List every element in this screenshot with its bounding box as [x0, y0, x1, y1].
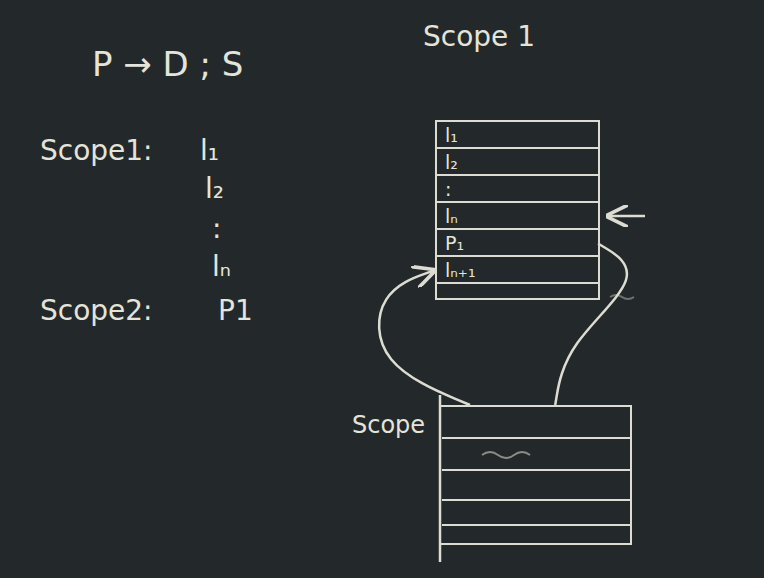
scope-table: Scope	[440, 405, 632, 545]
table-row: l₁	[437, 122, 598, 149]
row-line	[442, 499, 630, 501]
table-frame	[440, 405, 632, 545]
table-row: l₂	[437, 149, 598, 176]
row-text: P₁	[445, 232, 464, 254]
chalk-text: P1	[218, 294, 253, 328]
pointer-curve	[555, 244, 627, 406]
table-row: :	[437, 176, 598, 203]
chalk-text: Scope1:	[40, 134, 153, 168]
table-heading: Scope 1	[423, 20, 535, 54]
table-row: P₁	[437, 230, 598, 257]
row-text: lₙ₊₁	[445, 259, 476, 281]
chalk-decor	[440, 216, 645, 562]
chalk-text: :	[212, 212, 221, 246]
row-text: lₙ	[445, 205, 458, 227]
row-text: l₂	[445, 151, 458, 173]
chalk-text: l₁	[200, 134, 219, 168]
row-line	[442, 524, 630, 526]
pointer-arrow	[608, 215, 645, 218]
chalk-text: P → D ; S	[92, 44, 243, 85]
table-row: lₙ₊₁	[437, 257, 598, 284]
row-line	[442, 469, 630, 471]
row-line	[442, 437, 630, 439]
table-frame: l₁ l₂: lₙP₁ lₙ₊₁	[435, 120, 600, 300]
table-row: lₙ	[437, 203, 598, 230]
chalk-text: l₂	[205, 172, 224, 206]
chalk-smudge	[482, 452, 530, 458]
table-heading: Scope	[352, 411, 425, 440]
scope-table: Scope 1l₁l₂:lₙP₁lₙ₊₁	[435, 120, 600, 300]
pointer-curve	[379, 271, 470, 406]
row-text: :	[445, 178, 451, 200]
row-text: l₁	[445, 124, 458, 146]
chalk-text: lₙ	[212, 250, 231, 284]
chalk-text: Scope2:	[40, 294, 153, 328]
